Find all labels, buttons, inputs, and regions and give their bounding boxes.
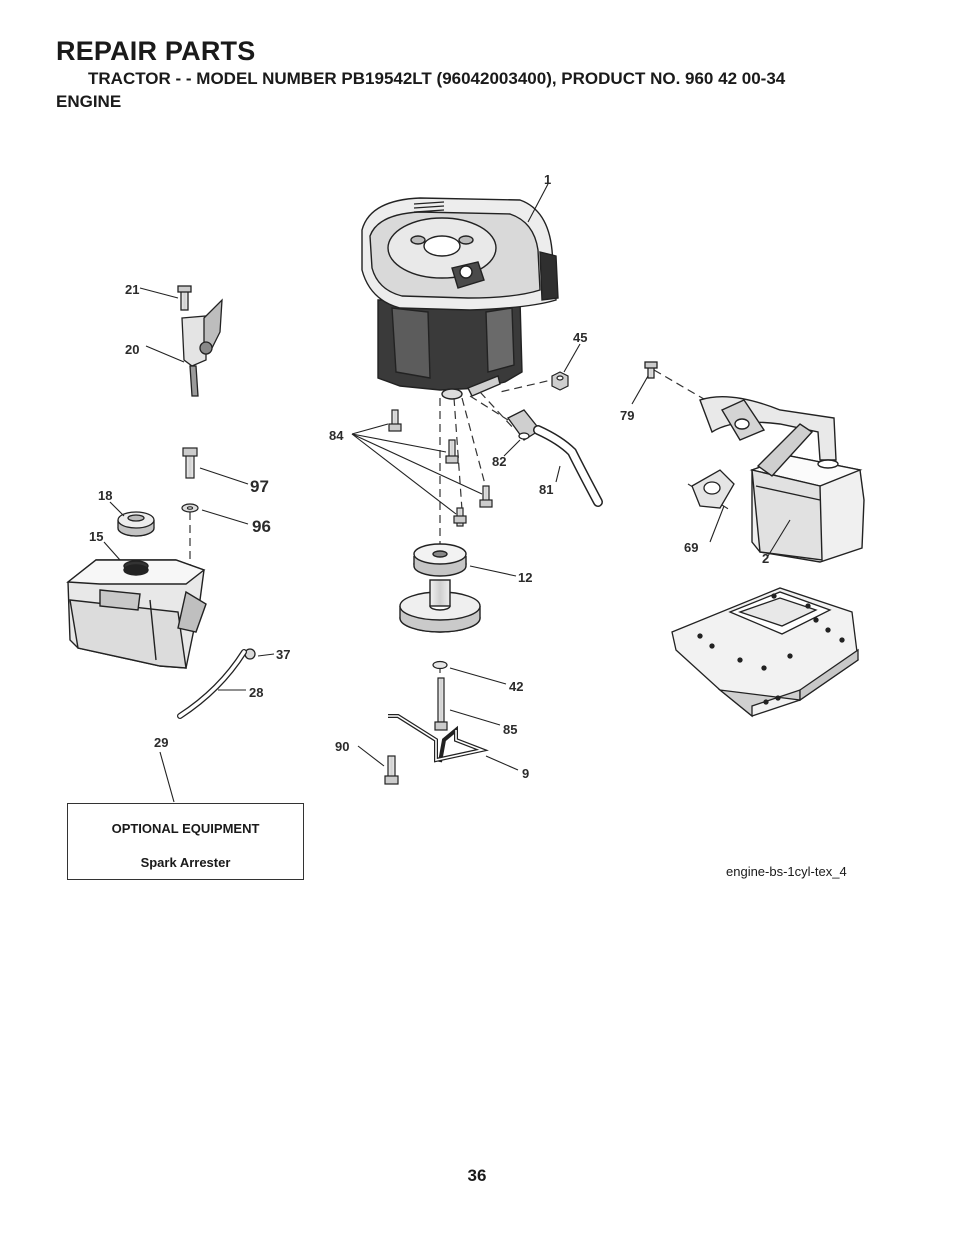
callout-96: 96: [252, 517, 271, 536]
assembly-axis-lines: [189, 369, 741, 690]
engine-part: [361, 197, 559, 400]
callout-21: 21: [125, 282, 139, 297]
model-subtitle: TRACTOR - - MODEL NUMBER PB19542LT (9604…: [88, 69, 786, 88]
throttle-control-part: [177, 285, 223, 397]
callout-15: 15: [89, 529, 103, 544]
pulley-bolt-part: [434, 677, 448, 731]
callout-1: 1: [544, 172, 551, 187]
optional-equipment-item: Spark Arrester: [140, 855, 231, 870]
callout-79: 79: [620, 408, 634, 423]
optional-equipment-title: OPTIONAL EQUIPMENT: [111, 821, 260, 836]
callout-18: 18: [98, 488, 112, 503]
callout-12: 12: [518, 570, 532, 585]
callout-97: 97: [250, 477, 269, 496]
callout-82: 82: [492, 454, 506, 469]
exhaust-gasket-part: [691, 469, 735, 509]
engine-mount-frame-part: [671, 587, 859, 718]
page-number: 36: [467, 1166, 487, 1185]
section-heading: ENGINE: [56, 92, 122, 111]
callout-9: 9: [522, 766, 529, 781]
callout-81: 81: [539, 482, 553, 497]
callout-2: 2: [762, 551, 769, 566]
callout-90: 90: [335, 739, 349, 754]
callout-20: 20: [125, 342, 139, 357]
callout-69: 69: [684, 540, 698, 555]
engine-mount-bolts-part: [388, 409, 493, 527]
callout-29: 29: [154, 735, 168, 750]
page-title: REPAIR PARTS: [56, 36, 256, 66]
callout-45: 45: [573, 330, 587, 345]
callout-28: 28: [249, 685, 263, 700]
engine-pulley-part: [399, 543, 481, 633]
callout-42: 42: [509, 679, 523, 694]
fuel-tank-part: [66, 559, 207, 669]
diagram-id: engine-bs-1cyl-tex_4: [726, 864, 847, 879]
callout-85: 85: [503, 722, 517, 737]
optional-equipment-box: OPTIONAL EQUIPMENT Spark Arrester: [67, 803, 304, 880]
fuel-cap-part: [117, 511, 155, 537]
callout-37: 37: [276, 647, 290, 662]
callout-84: 84: [329, 428, 344, 443]
